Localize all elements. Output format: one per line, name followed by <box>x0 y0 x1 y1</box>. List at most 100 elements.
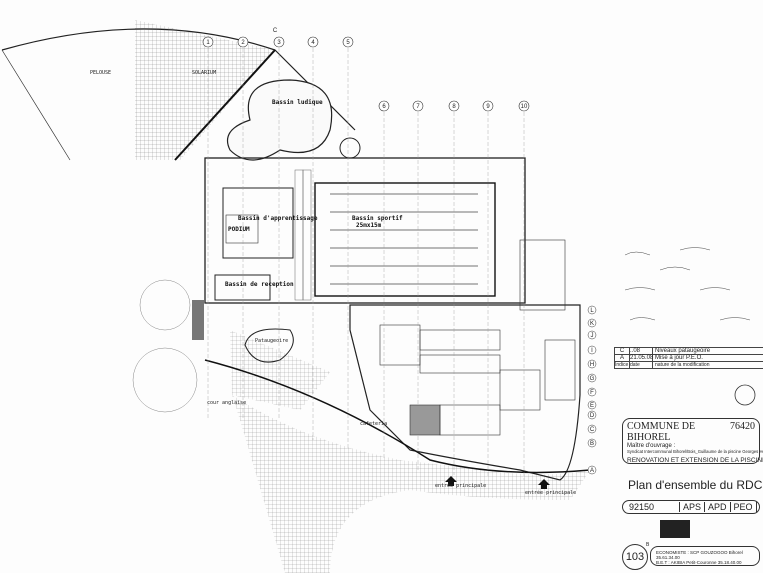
reception-pool-label: Bassin de reception <box>225 281 294 288</box>
sport-pool-label: Bassin sportif <box>352 215 403 222</box>
axis-label: G <box>590 376 595 382</box>
paddling-pool <box>244 328 294 363</box>
commune-name: COMMUNE DE BIHOREL <box>627 421 696 443</box>
revision-header-date: date <box>630 362 653 368</box>
axis-label: 1 <box>206 40 210 46</box>
axis-label: 4 <box>311 40 315 46</box>
revision-nature: Niveaux pataugeoire <box>655 348 711 354</box>
revision-header-nature: nature de la modification <box>655 362 710 368</box>
entrance-arrow-icon <box>445 476 457 486</box>
bet-label: B.E.T : <box>656 560 670 565</box>
axis-label: 5 <box>346 40 350 46</box>
interior-walls <box>379 239 576 436</box>
planter-circle <box>139 279 191 331</box>
revision-header: Indice date nature de la modification <box>615 362 763 368</box>
leisure-pool <box>226 79 333 161</box>
axis-label: C <box>590 427 595 433</box>
consultants-box: ECONOMISTE : SCP GOUZOGOO Bihorel 35.61.… <box>650 546 760 566</box>
axis-label: H <box>590 362 594 368</box>
axis-label: K <box>590 321 594 327</box>
signature-stamps <box>624 247 751 321</box>
column-axis-lines <box>207 48 525 480</box>
paddling-pool-label: Pataugeoire <box>255 338 288 344</box>
phase-peo: PEO <box>729 502 757 512</box>
technical-room <box>192 300 204 340</box>
north-arrow-icon <box>734 384 756 406</box>
courtyard-label: cour anglaise <box>207 400 246 406</box>
south-terrace-hatch <box>232 395 590 573</box>
revision-row: C ..08 Niveaux pataugeoire <box>615 348 763 355</box>
axis-label: 3 <box>277 40 281 46</box>
sheet-suffix: B <box>646 542 650 548</box>
leisure-pool-label: Bassin ludique <box>272 99 323 106</box>
revision-index: A <box>615 355 630 361</box>
diagonal-wall <box>174 49 276 161</box>
pool-lanes <box>330 193 478 285</box>
sport-pool <box>314 182 496 297</box>
podium-area <box>225 214 259 244</box>
section-marker-c: C <box>273 28 278 34</box>
economist: SCP GOUZOGOO Bihorel 35.61.34.00 <box>656 550 743 560</box>
solarium-hatch <box>135 20 275 160</box>
axis-label: D <box>590 413 595 419</box>
entrance-arrow-icon <box>538 479 550 489</box>
bleachers <box>294 169 312 301</box>
lawn-label: PELOUSE <box>90 70 111 76</box>
axis-label: I <box>591 348 593 354</box>
hall-outline <box>204 157 526 304</box>
axis-label: E <box>590 403 594 409</box>
revision-nature: Mise à jour P.E.O. <box>655 355 703 361</box>
reception-pool <box>214 274 271 301</box>
axis-label: L <box>590 308 594 314</box>
phase-apd: APD <box>704 502 730 512</box>
sheet-number-circle: 103 <box>622 544 648 570</box>
economist-label: ECONOMISTE : <box>656 550 689 555</box>
cafeteria-label: cafeteria <box>360 421 387 427</box>
sport-pool-size: 25mx15m <box>356 222 382 229</box>
revision-date: 21.05.08 <box>630 355 654 361</box>
entrance-label: entrée principale <box>525 489 576 496</box>
reference-box: 92150 APS APD PEO <box>622 500 760 514</box>
revision-header-index: Indice <box>615 362 630 368</box>
axis-label: 10 <box>521 104 528 110</box>
row-axes: A B C D E F G H I J K L <box>587 305 597 475</box>
column-axes: 1 2 3 4 5 6 7 8 9 10 <box>202 36 530 112</box>
axis-label: J <box>591 333 594 339</box>
client-name: Syndicat Intercommunal Bihorel/Bois_Guil… <box>627 449 763 454</box>
entrance-label: entrée principale <box>435 482 486 489</box>
phase-aps: APS <box>679 502 704 512</box>
project-box: COMMUNE DE BIHOREL 76420 Maître d'ouvrag… <box>622 418 763 464</box>
learning-pool <box>222 187 294 259</box>
revision-row: A 21.05.08 Mise à jour P.E.O. <box>615 355 763 362</box>
bet: AKIBIA Petit-Couronne 35.18.40.00 <box>670 560 742 565</box>
planter-circle <box>132 347 198 413</box>
lawn-edge <box>1 49 71 161</box>
south-facade-curve <box>204 359 591 474</box>
solarium-label: SOLARIUM <box>192 70 216 76</box>
architect-logo <box>660 520 690 538</box>
changing-rooms-block <box>349 304 581 481</box>
axis-label: 7 <box>416 104 420 110</box>
podium-label: PODIUM <box>228 226 250 233</box>
sheet-number: 103 <box>625 551 645 563</box>
drawing-title: Plan d'ensemble du RDC <box>628 478 763 492</box>
west-terrace-hatch <box>230 330 330 410</box>
axis-label: F <box>590 390 594 396</box>
drawing-number: 92150 <box>629 502 655 512</box>
axis-label: 2 <box>241 40 245 46</box>
client-label: Maître d'ouvrage : <box>627 443 676 449</box>
project-name: RENOVATION ET EXTENSION DE LA PISCINE <box>627 457 763 464</box>
spa-pool <box>339 137 361 159</box>
axis-label: 8 <box>452 104 456 110</box>
axis-label: 9 <box>486 104 490 110</box>
learning-pool-label: Bassin d'apprentissage <box>238 215 318 222</box>
axis-label: A <box>590 468 594 474</box>
axis-label: 6 <box>382 104 386 110</box>
axis-label: B <box>590 441 594 447</box>
revision-index: C <box>615 348 630 354</box>
revision-date: ..08 <box>630 348 653 354</box>
revisions-table: C ..08 Niveaux pataugeoire A 21.05.08 Mi… <box>614 347 763 369</box>
postcode: 76420 <box>730 421 755 432</box>
